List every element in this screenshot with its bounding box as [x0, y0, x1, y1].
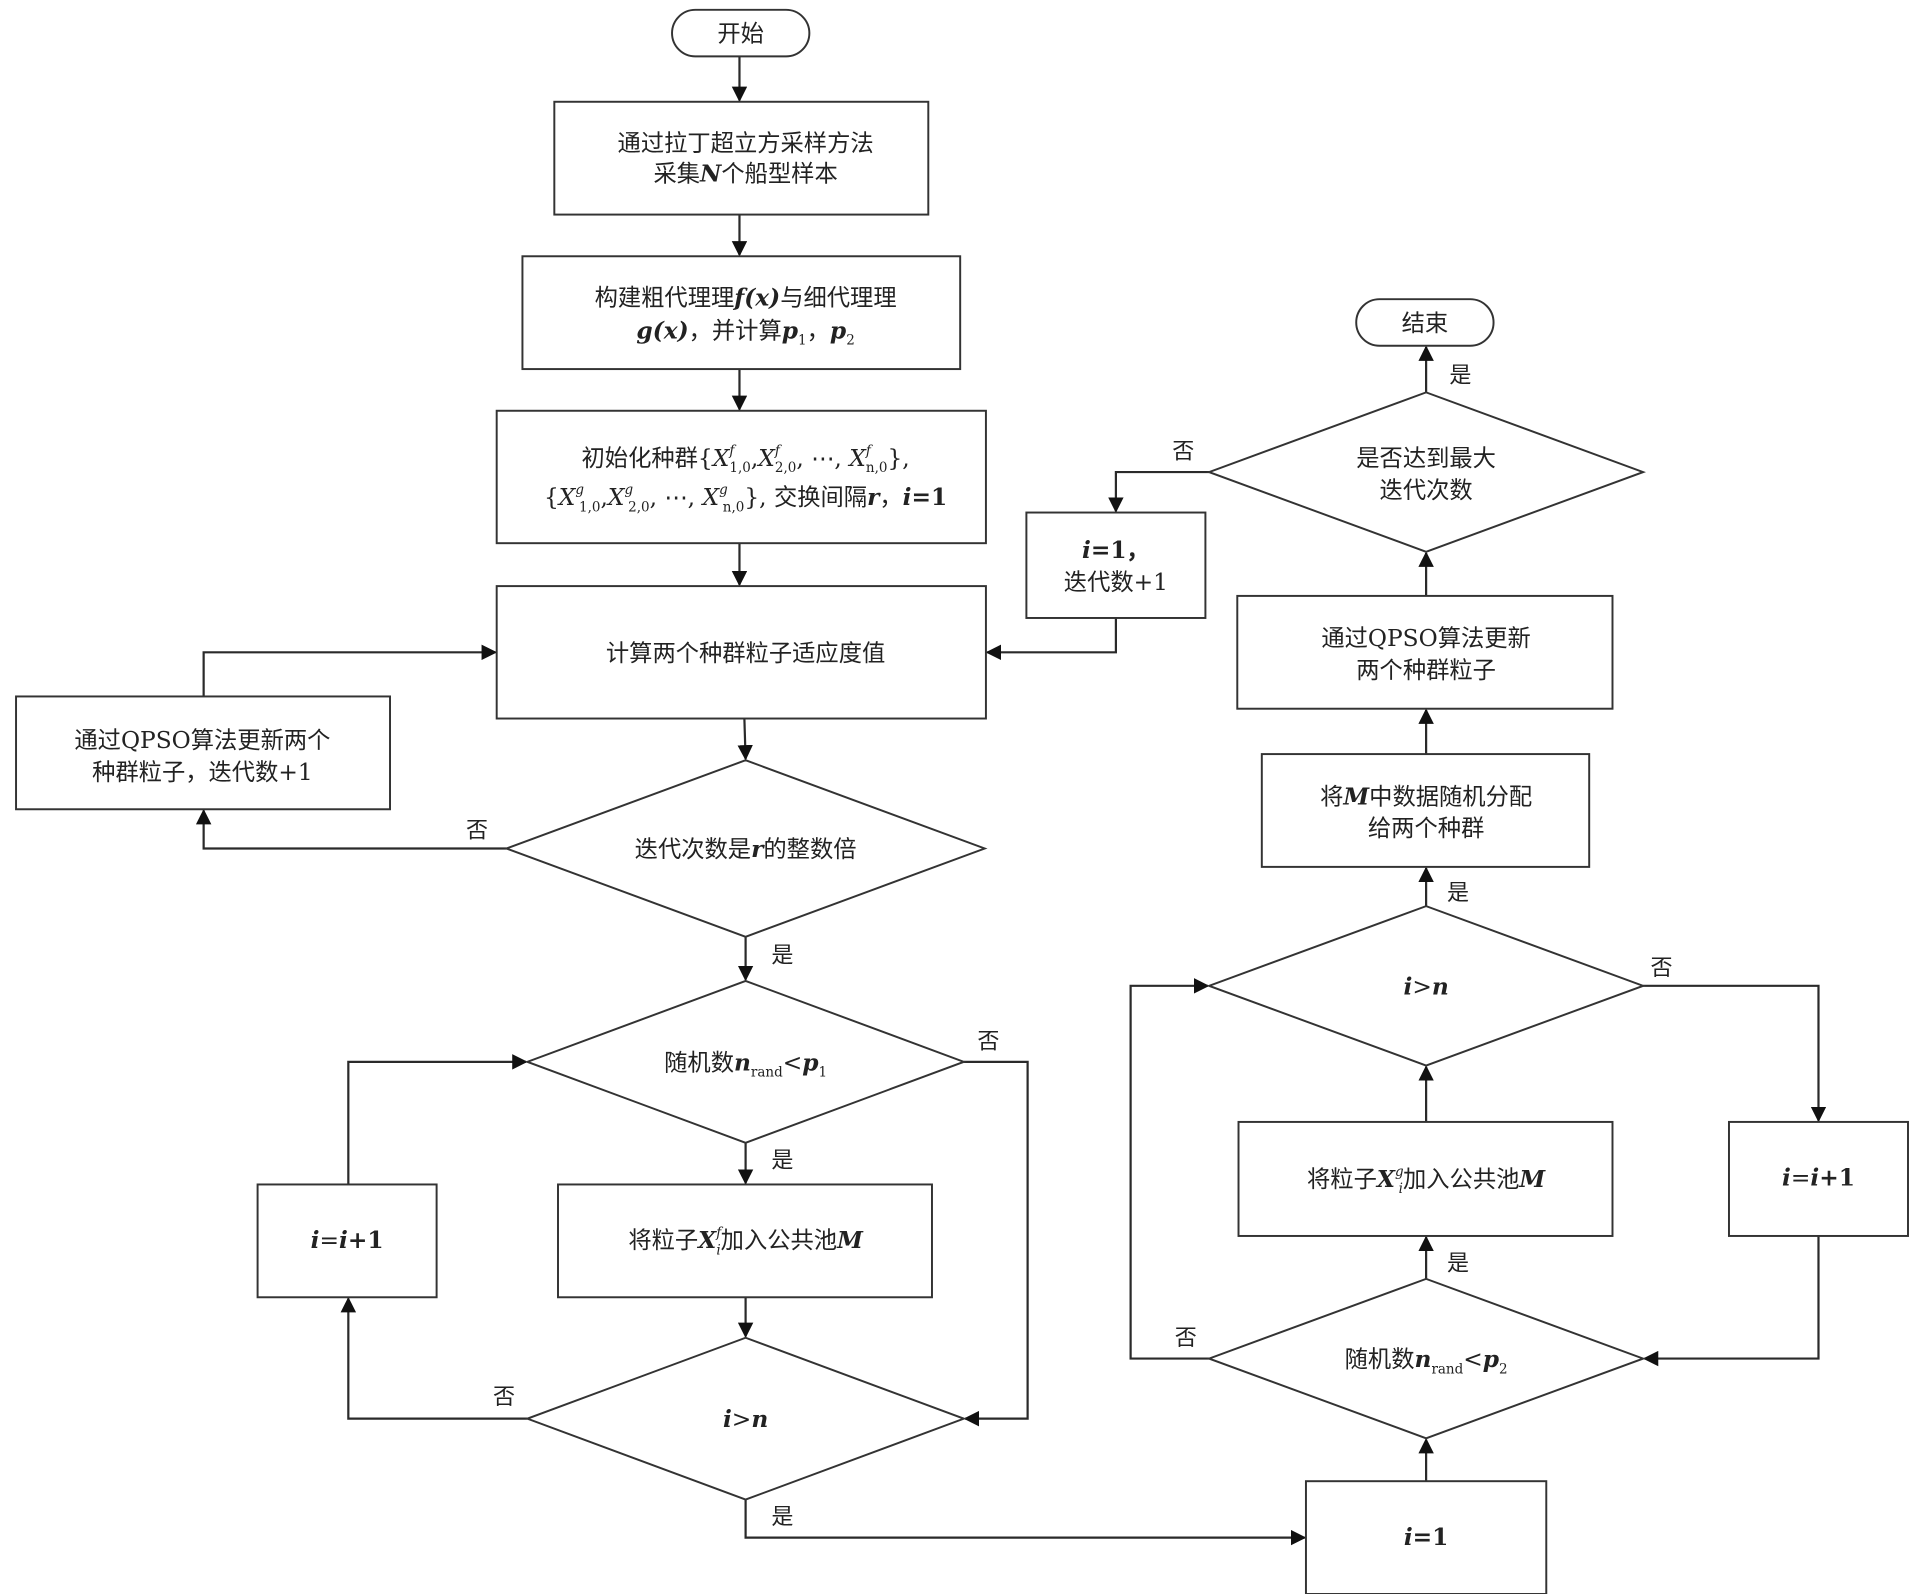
inc-right-label: i=i+1 — [1782, 1165, 1855, 1192]
decision-check-max: 是否达到最大 迭代次数 — [1206, 391, 1646, 553]
node-fitness: 计算两个种群粒子适应度值 — [495, 585, 987, 720]
label-yes-check-r: 是 — [771, 944, 793, 969]
reset-line2: 迭代数+1 — [1064, 569, 1168, 596]
label-no-rand-p2: 否 — [1175, 1326, 1197, 1351]
edge-qpso-left-to-fitness — [202, 644, 498, 697]
label-yes-check-n-left: 是 — [771, 1505, 793, 1530]
node-qpso-right: 通过QPSO算法更新 两个种群粒子 — [1236, 594, 1614, 710]
label-no-check-r: 否 — [466, 818, 488, 843]
edge-rand-p1-no-to-check-n — [963, 1060, 1029, 1427]
node-inc-left: i=i+1 — [256, 1183, 438, 1299]
qpso-right-line2: 两个种群粒子 — [1356, 657, 1496, 684]
surrogate-line2: g(x)，并计算p1，p2 — [636, 317, 854, 348]
inc-left-label: i=i+1 — [311, 1227, 384, 1254]
rand-p1-label: 随机数nrand<p1 — [664, 1049, 827, 1080]
edge-fitness-to-check-r — [737, 718, 753, 761]
label-no-check-max: 否 — [1172, 440, 1194, 465]
decision-check-n-left: i>n — [524, 1336, 967, 1501]
end-label: 结束 — [1402, 310, 1449, 337]
edge-inc-right-to-rand-p2 — [1642, 1235, 1820, 1367]
label-yes-check-max: 是 — [1449, 364, 1471, 389]
node-end: 结束 — [1355, 298, 1495, 347]
decision-rand-p1: 随机数nrand<p1 — [524, 979, 967, 1144]
label-yes-rand-p1: 是 — [771, 1148, 793, 1173]
edge-check-max-no-to-reset — [1108, 470, 1210, 513]
check-r-label: 迭代次数是r的整数倍 — [635, 836, 857, 863]
node-sample: 通过拉丁超立方采样方法 采集N个船型样本 — [553, 100, 930, 216]
surrogate-line1: 构建粗代理理f(x)与细代理理 — [595, 284, 897, 311]
check-max-line1: 是否达到最大 — [1356, 445, 1496, 472]
qpso-right-line1: 通过QPSO算法更新 — [1321, 625, 1530, 652]
decision-check-n-right: i>n — [1206, 905, 1646, 1067]
node-surrogate: 构建粗代理理f(x)与细代理理 g(x)，并计算p1，p2 — [521, 255, 962, 371]
edge-check-n-yes-to-init-i — [744, 1499, 1307, 1546]
label-no-rand-p1: 否 — [977, 1029, 999, 1054]
edge-check-n-right-no-to-inc-right — [1643, 984, 1827, 1123]
start-label: 开始 — [717, 21, 764, 48]
node-distribute: 将M中数据随机分配 给两个种群 — [1260, 753, 1591, 868]
rand-p2-label: 随机数nrand<p2 — [1345, 1346, 1508, 1377]
edge-inc-left-to-rand-p1 — [347, 1054, 528, 1185]
label-no-check-n-left: 否 — [493, 1385, 515, 1410]
decision-check-r: 迭代次数是r的整数倍 — [503, 759, 988, 938]
sample-line1: 通过拉丁超立方采样方法 — [618, 130, 874, 157]
node-qpso-left: 通过QPSO算法更新两个 种群粒子，迭代数+1 — [15, 695, 391, 811]
label-yes-rand-p2: 是 — [1447, 1251, 1469, 1276]
edge-check-n-no-to-inc-left — [340, 1296, 528, 1420]
node-init-i-bottom: i=1 — [1304, 1480, 1548, 1594]
decision-rand-p2: 随机数nrand<p2 — [1206, 1277, 1646, 1440]
node-inc-right: i=i+1 — [1727, 1120, 1909, 1237]
check-n-left-label: i>n — [723, 1406, 768, 1433]
sample-line2: 采集N个船型样本 — [653, 160, 837, 187]
edge-labels: 否 是 否 是 否 是 否 是 否 是 否 是 — [466, 364, 1673, 1531]
distribute-line1: 将M中数据随机分配 — [1320, 783, 1532, 810]
connectors — [195, 56, 1827, 1546]
reset-line1: i=1， — [1082, 537, 1150, 564]
node-start: 开始 — [671, 8, 811, 58]
init-i-bottom-label: i=1 — [1404, 1524, 1449, 1551]
qpso-left-line1: 通过QPSO算法更新两个 — [74, 727, 330, 754]
check-max-line2: 迭代次数 — [1380, 477, 1473, 504]
check-n-right-label: i>n — [1403, 973, 1448, 1000]
label-no-check-n-right: 否 — [1651, 956, 1673, 981]
edge-rand-p2-no-to-check-n-right — [1129, 978, 1210, 1360]
distribute-line2: 给两个种群 — [1368, 815, 1484, 842]
label-yes-check-n-right: 是 — [1447, 881, 1469, 906]
edge-check-r-no-to-qpso-left — [195, 808, 507, 850]
edge-reset-to-fitness — [985, 617, 1118, 661]
node-reset: i=1， 迭代数+1 — [1025, 511, 1207, 619]
fitness-label: 计算两个种群粒子适应度值 — [606, 640, 885, 667]
qpso-left-line2: 种群粒子，迭代数+1 — [92, 759, 313, 786]
